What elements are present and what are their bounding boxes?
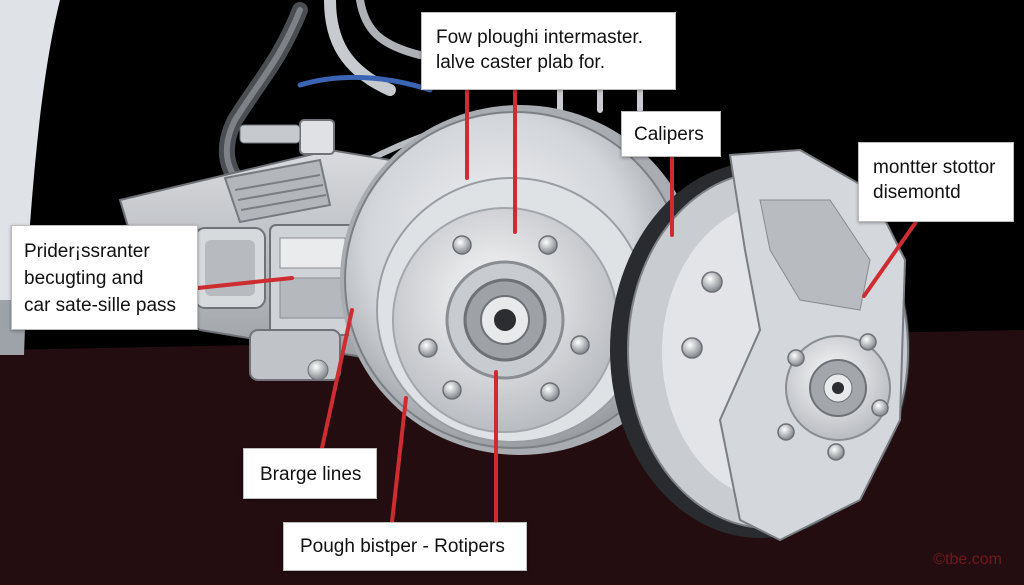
label-right: montter stottor disemontd (858, 142, 1014, 222)
label-top: Fow ploughi intermaster. lalve caster pl… (421, 12, 676, 90)
leader-line-right (862, 220, 918, 298)
caliper-bolts (681, 271, 889, 461)
label-calipers-text: Calipers (634, 124, 704, 145)
label-left-line-1: Prider¡ssranter (24, 241, 150, 262)
arm-ribs (234, 174, 327, 211)
label-brake-lines-text: Brarge lines (260, 464, 362, 485)
label-left: Prider¡ssranter becugting and car sate-s… (11, 225, 198, 330)
label-brake-lines: Brarge lines (243, 448, 377, 499)
leader-line-left (196, 276, 294, 290)
label-top-line-2: lalve caster plab for. (436, 52, 605, 73)
label-calipers: Calipers (621, 111, 721, 157)
label-left-line-3: car sate-sille pass (24, 295, 177, 316)
label-left-line-2: becugting and (24, 268, 144, 289)
main-rotor-lug-bolts (418, 235, 590, 402)
label-top-line-1: Fow ploughi intermaster. (436, 27, 643, 48)
caliper (718, 148, 907, 542)
leader-lines (196, 88, 918, 524)
label-bottom-text: Pough bistper - Rotipers (300, 536, 505, 557)
label-right-line-2: disemontd (873, 182, 961, 203)
label-bottom: Pough bistper - Rotipers (283, 522, 527, 571)
main-rotor (340, 105, 700, 455)
leader-line-bottom-left (390, 396, 408, 524)
label-right-line-1: montter stottor (873, 157, 996, 178)
watermark: ©tbe.com (933, 551, 1002, 568)
arm-bracket (223, 158, 332, 224)
leader-line-brake-lines (320, 308, 354, 450)
